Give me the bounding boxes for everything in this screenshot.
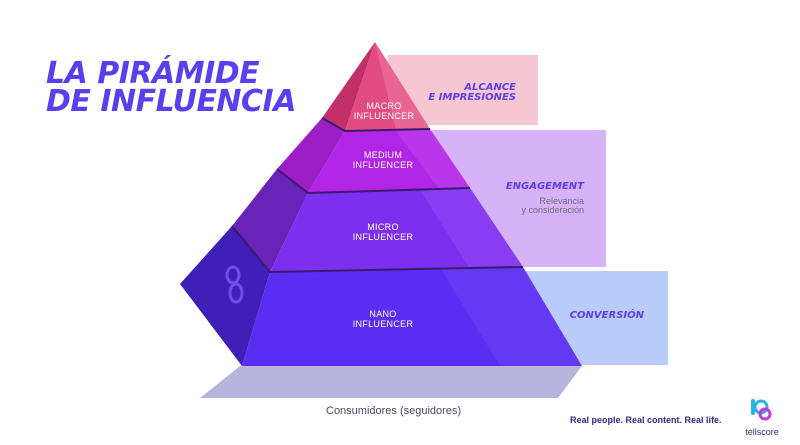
- brand-logo: tellscore: [742, 397, 782, 437]
- edge-line-3: [231, 225, 524, 274]
- medium-left-face: [277, 118, 345, 193]
- micro-left-face: [232, 169, 308, 272]
- level-macro-label: MACRO INFLUENCER: [353, 101, 415, 121]
- tagline: Real people. Real content. Real life.: [570, 415, 722, 425]
- brand-watermark-icon: [225, 265, 244, 304]
- macro-left-face: [322, 42, 375, 131]
- nano-left-face: [180, 226, 270, 366]
- engagement-label: ENGAGEMENT: [505, 181, 584, 192]
- medium-highlight: [395, 129, 470, 190]
- page-title: LA PIRÁMIDE DE INFLUENCIA: [46, 56, 296, 119]
- pyramid-shadow: [200, 366, 582, 398]
- micro-highlight: [420, 188, 523, 269]
- level-micro-label: MICRO INFLUENCER: [352, 222, 414, 242]
- nano-front-face: [242, 267, 582, 366]
- medium-front-face: [308, 129, 470, 193]
- reach-label: ALCANCE E IMPRESIONES: [428, 82, 516, 103]
- base-label: Consumidores (seguidores): [326, 405, 462, 417]
- edge-line-2: [276, 168, 471, 195]
- tellscore-logo-icon: [751, 399, 772, 421]
- macro-highlight: [375, 42, 430, 130]
- engagement-sublabel: Relevancia y consideración: [521, 196, 584, 215]
- nano-highlight: [440, 267, 582, 366]
- title-line-2: DE INFLUENCIA: [46, 84, 296, 119]
- level-medium-label: MEDIUM INFLUENCER: [352, 150, 414, 170]
- brand-name: tellscore: [745, 427, 779, 437]
- title-line-1: LA PIRÁMIDE: [46, 56, 260, 91]
- conversion-label: CONVERSIÓN: [569, 310, 644, 321]
- micro-front-face: [270, 188, 523, 272]
- level-nano-label: NANO INFLUENCER: [352, 309, 414, 329]
- edge-line-1: [321, 117, 431, 133]
